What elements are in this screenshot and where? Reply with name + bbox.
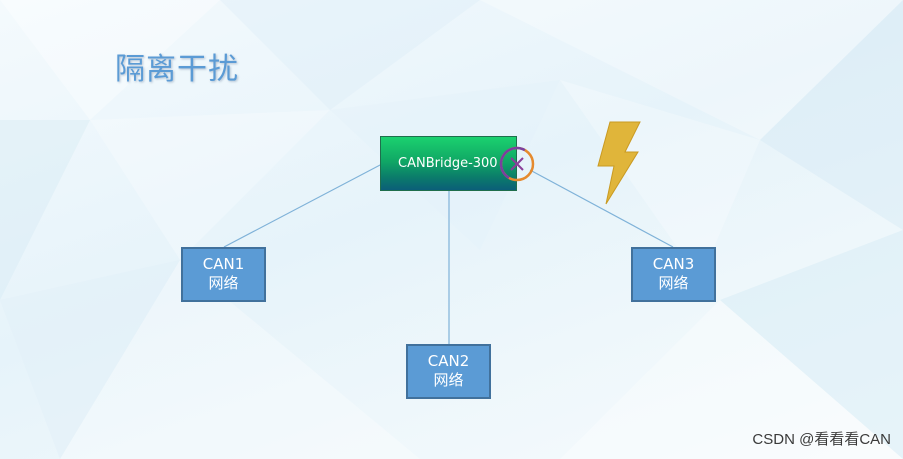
slide-title: 隔离干扰 xyxy=(115,52,239,87)
node-name: CAN1 xyxy=(202,255,245,273)
lightning-bolt-icon xyxy=(597,121,641,205)
canbridge-node[interactable]: CANBridge-300 xyxy=(380,136,517,191)
node-name: CAN3 xyxy=(652,255,695,273)
node-subtitle: 网络 xyxy=(658,274,689,292)
link-bridge-can3 xyxy=(529,169,674,248)
node-name: CAN2 xyxy=(427,352,470,370)
link-bridge-can1 xyxy=(223,163,383,248)
node-subtitle: 网络 xyxy=(433,371,464,389)
can3-network-node[interactable]: CAN3 网络 xyxy=(631,247,716,302)
node-subtitle: 网络 xyxy=(208,274,239,292)
can1-network-node[interactable]: CAN1 网络 xyxy=(181,247,266,302)
blocked-port-icon xyxy=(499,146,535,182)
can2-network-node[interactable]: CAN2 网络 xyxy=(406,344,491,399)
watermark: CSDN @看看看CAN xyxy=(752,431,891,448)
